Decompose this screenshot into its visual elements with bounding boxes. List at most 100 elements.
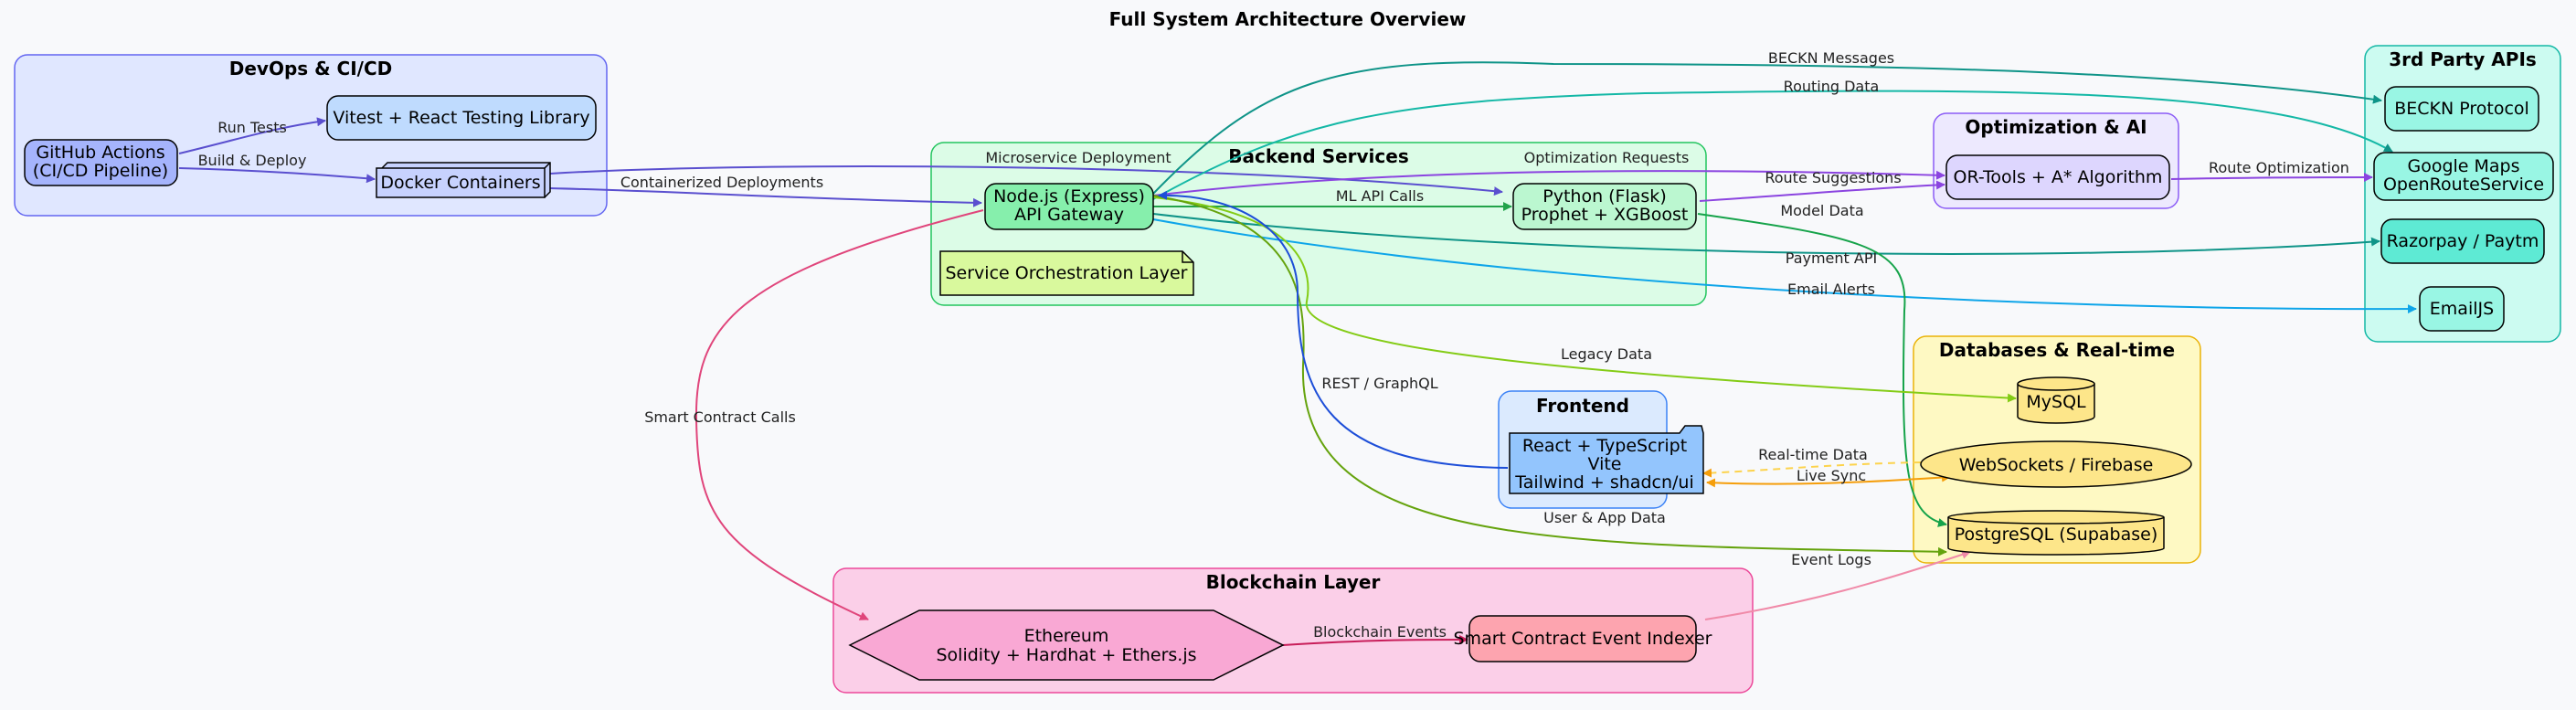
- node-websockets: WebSockets / Firebase: [1920, 440, 2192, 488]
- node-python-flask-line1: Python (Flask): [1542, 186, 1666, 207]
- diagram-title: Full System Architecture Overview: [1109, 8, 1467, 30]
- node-emailjs: EmailJS: [2419, 286, 2505, 332]
- node-beckn-label: BECKN Protocol: [2394, 99, 2529, 119]
- edge-beckn-messages: [1152, 61, 2382, 195]
- node-razorpay: Razorpay / Paytm: [2380, 218, 2545, 264]
- node-ethereum-line2: Solidity + Hardhat + Ethers.js: [937, 645, 1197, 665]
- edge-realtime-data: [1702, 461, 1922, 478]
- edge-label-containerized: Containerized Deployments: [620, 174, 823, 191]
- edge-route-suggestions: [1699, 180, 1945, 202]
- svg-text:Prophet + XGBoost: Prophet + XGBoost: [1521, 205, 1689, 225]
- node-ethereum: Ethereum Solidity + Hardhat + Ethers.js: [848, 609, 1285, 681]
- cluster-devops-label: DevOps & CI/CD: [229, 58, 393, 79]
- node-react-line1: React + TypeScript: [1522, 436, 1687, 456]
- svg-text:Google Maps: Google Maps: [2407, 156, 2519, 176]
- edge-email-alerts: [1152, 218, 2417, 314]
- edge-build-deploy: [178, 167, 376, 184]
- svg-text:OpenRouteService: OpenRouteService: [2383, 175, 2544, 195]
- node-mysql: MySQL: [2017, 376, 2095, 424]
- node-docker-label: Docker Containers: [380, 173, 540, 193]
- edge-live-sync: [1706, 472, 1951, 488]
- edge-label-route-suggestions: Route Suggestions: [1765, 169, 1901, 186]
- edge-optimization-requests: [1152, 170, 1945, 196]
- svg-text:(CI/CD Pipeline): (CI/CD Pipeline): [33, 161, 168, 181]
- node-react: React + TypeScript Vite Tailwind + shadc…: [1509, 425, 1704, 494]
- edge-label-microservice: Microservice Deployment: [985, 149, 1171, 166]
- edge-label-smart-contract-calls: Smart Contract Calls: [644, 408, 796, 426]
- node-ethereum-line1: Ethereum: [1024, 626, 1109, 646]
- node-node-gateway-line2: API Gateway: [1014, 205, 1124, 225]
- edge-payment-api: [1152, 213, 2380, 255]
- edge-label-user-app-data: User & App Data: [1543, 509, 1666, 526]
- node-emailjs-label: EmailJS: [2430, 299, 2494, 319]
- node-websockets-label: WebSockets / Firebase: [1959, 455, 2154, 475]
- svg-text:Ethereum: Ethereum: [1024, 626, 1109, 646]
- node-indexer: Smart Contract Event Indexer: [1454, 615, 1712, 662]
- edge-user-app-data: [1152, 195, 1947, 556]
- node-react-line2: Vite: [1588, 454, 1622, 474]
- node-docker: Docker Containers: [376, 162, 551, 198]
- node-python-flask: Python (Flask) Prophet + XGBoost: [1512, 183, 1697, 230]
- node-or-tools: OR-Tools + A* Algorithm: [1945, 154, 2170, 200]
- node-google-maps-line2: OpenRouteService: [2383, 175, 2544, 195]
- node-vitest: Vitest + React Testing Library: [326, 95, 597, 141]
- edge-blockchain-events: [1282, 635, 1468, 646]
- svg-text:Tailwind + shadcn/ui: Tailwind + shadcn/ui: [1514, 472, 1693, 493]
- node-react-line3: Tailwind + shadcn/ui: [1514, 472, 1693, 493]
- node-beckn: BECKN Protocol: [2384, 86, 2539, 132]
- node-node-gateway-line1: Node.js (Express): [993, 186, 1145, 207]
- node-github-actions: GitHub Actions (CI/CD Pipeline): [24, 139, 178, 186]
- cluster-databases-label: Databases & Real-time: [1939, 339, 2175, 361]
- edge-label-routing-data: Routing Data: [1784, 78, 1880, 95]
- node-google-maps: Google Maps OpenRouteService: [2373, 152, 2554, 201]
- svg-text:Python (Flask): Python (Flask): [1542, 186, 1666, 207]
- node-github-actions-line2: (CI/CD Pipeline): [33, 161, 168, 181]
- edge-containerized: [549, 187, 982, 207]
- edge-rest-graphql: [1158, 190, 1509, 469]
- node-google-maps-line1: Google Maps: [2407, 156, 2519, 176]
- edge-label-model-data: Model Data: [1780, 202, 1863, 219]
- edge-label-run-tests: Run Tests: [217, 119, 287, 136]
- edge-label-email-alerts: Email Alerts: [1787, 281, 1875, 298]
- node-orchestration-note-label: Service Orchestration Layer: [946, 263, 1188, 283]
- svg-text:GitHub Actions: GitHub Actions: [36, 143, 164, 163]
- node-indexer-label: Smart Contract Event Indexer: [1454, 629, 1712, 649]
- cluster-third-party-label: 3rd Party APIs: [2389, 48, 2537, 70]
- edge-microservice: [549, 165, 1503, 196]
- edge-label-event-logs: Event Logs: [1791, 551, 1871, 568]
- svg-text:React + TypeScript: React + TypeScript: [1522, 436, 1687, 456]
- edge-label-realtime-data: Real-time Data: [1758, 446, 1868, 463]
- edge-label-beckn-messages: BECKN Messages: [1768, 49, 1894, 67]
- edge-run-tests: [178, 117, 326, 154]
- node-node-gateway: Node.js (Express) API Gateway: [984, 183, 1154, 230]
- edge-label-payment-api: Payment API: [1786, 249, 1877, 267]
- edge-label-blockchain-events: Blockchain Events: [1313, 623, 1447, 641]
- svg-text:API Gateway: API Gateway: [1014, 205, 1124, 225]
- node-razorpay-label: Razorpay / Paytm: [2387, 231, 2539, 251]
- edge-label-live-sync: Live Sync: [1797, 467, 1866, 484]
- svg-text:Node.js (Express): Node.js (Express): [993, 186, 1145, 207]
- cluster-frontend-label: Frontend: [1536, 395, 1629, 417]
- cluster-optimization-label: Optimization & AI: [1965, 116, 2147, 138]
- svg-text:Vite: Vite: [1588, 454, 1622, 474]
- edge-label-optimization-requests: Optimization Requests: [1524, 149, 1690, 166]
- edge-route-optimization: [2170, 173, 2373, 183]
- node-github-actions-line1: GitHub Actions: [36, 143, 164, 163]
- edge-label-ml-api: ML API Calls: [1336, 187, 1424, 205]
- node-orchestration-note: Service Orchestration Layer: [939, 250, 1194, 296]
- node-mysql-label: MySQL: [2026, 392, 2086, 412]
- edge-label-rest-graphql: REST / GraphQL: [1321, 375, 1437, 392]
- edge-event-logs: [1704, 550, 1971, 620]
- node-vitest-label: Vitest + React Testing Library: [333, 108, 589, 128]
- node-postgres: PostgreSQL (Supabase): [1947, 510, 2165, 556]
- edge-label-route-optimization: Route Optimization: [2209, 159, 2349, 176]
- edge-label-build-deploy: Build & Deploy: [198, 152, 307, 169]
- node-python-flask-line2: Prophet + XGBoost: [1521, 205, 1689, 225]
- edge-model-data: [1697, 213, 1947, 527]
- node-postgres-label: PostgreSQL (Supabase): [1955, 525, 2157, 545]
- edge-label-legacy-data: Legacy Data: [1561, 345, 1652, 363]
- cluster-blockchain-label: Blockchain Layer: [1206, 571, 1381, 593]
- edge-routing-data: [1152, 90, 2393, 200]
- svg-text:Solidity + Hardhat + Ethers.js: Solidity + Hardhat + Ethers.js: [937, 645, 1197, 665]
